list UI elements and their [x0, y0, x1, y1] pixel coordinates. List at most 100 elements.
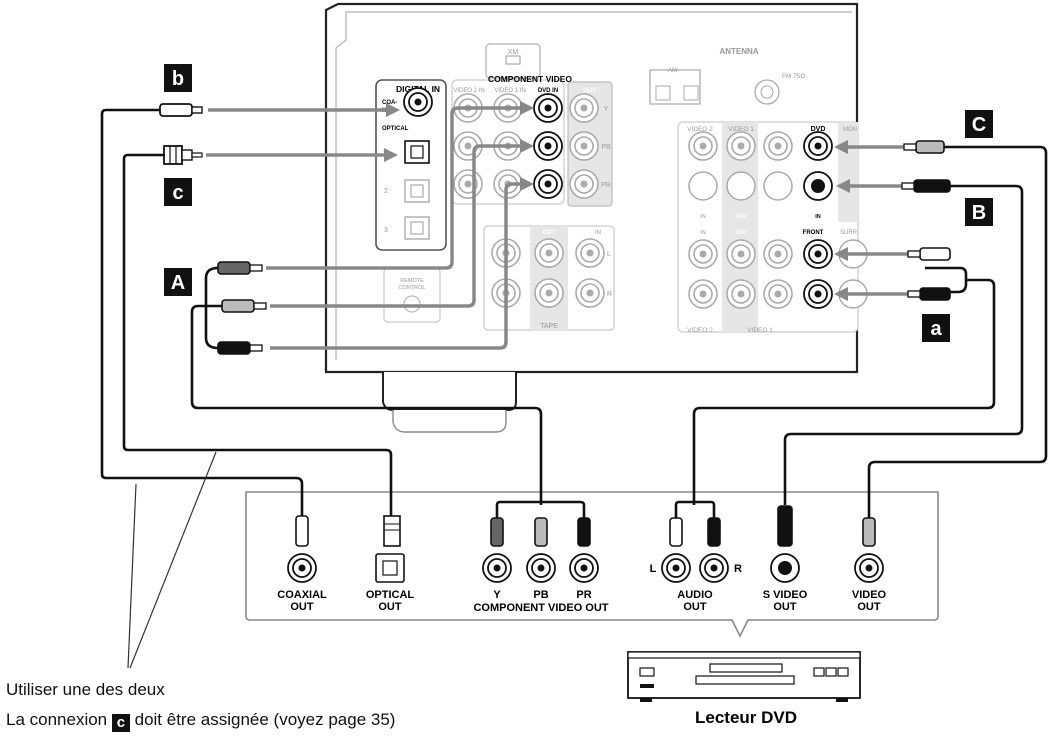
audio-out-label-1: AUDIO: [677, 589, 713, 601]
video1-in-label: VIDEO 1 IN: [494, 88, 525, 94]
video-out-label-2: OUT: [857, 601, 881, 613]
dvd-player-label: Lecteur DVD: [695, 708, 797, 727]
video-cable: [867, 145, 1048, 518]
component-trunk: [190, 304, 543, 505]
audio-trunk: [692, 278, 996, 505]
component-group-left: [204, 266, 219, 350]
remote-control-panel: [383, 267, 441, 323]
component-pb-label: PB: [533, 589, 548, 601]
dvd-player-panel: COAXIAL OUT OPTICAL OUT Y PB PR COMPONEN…: [245, 491, 939, 638]
component-pr-label: PR: [576, 589, 591, 601]
component-video-label: COMPONENT VIDEO: [488, 74, 572, 84]
choice-pointer: [127, 451, 217, 669]
remote-label-1: REMOTE: [400, 278, 424, 284]
caption-connection: La connexion c doit être assignée (voyez…: [6, 710, 395, 732]
optical-out-label-2: OUT: [378, 601, 402, 613]
badge-C-text: C: [972, 114, 986, 136]
optical-in-port-1: [404, 140, 430, 164]
front-l-in-jack: [803, 239, 833, 269]
xm-label: XM: [508, 49, 519, 56]
am-terminal: [649, 69, 701, 105]
component-fan: [495, 500, 586, 520]
caption-connection-suffix: doit être assignée (voyez page 35): [134, 710, 396, 729]
coaxial-label-1: COA-: [382, 100, 397, 106]
video2-in-small: IN: [700, 214, 706, 220]
caption-connection-prefix: La connexion: [6, 710, 108, 729]
optical-out-port: [375, 553, 405, 583]
badge-b: [164, 64, 192, 92]
optical-out-label-1: OPTICAL: [366, 589, 415, 601]
mon-label: MON: [843, 127, 857, 133]
video1-label: VIDEO 1: [728, 126, 754, 133]
tape-out-label: OUT: [543, 230, 556, 236]
audio-out-label-2: OUT: [683, 601, 707, 613]
plugs: [159, 103, 951, 547]
xm-port: [485, 43, 541, 79]
component-pb-in-jack: [533, 131, 563, 161]
coaxial-out-jack: [287, 553, 317, 583]
audio-in-small: IN: [700, 230, 706, 236]
badge-B-text: B: [972, 202, 986, 224]
badge-C: [965, 110, 993, 138]
video2-bottom-label: VIDEO 2: [687, 327, 713, 334]
tape-l-label: L: [607, 251, 611, 258]
badges: b c A C B a: [164, 64, 993, 342]
coaxial-out-label-1: COAXIAL: [277, 589, 327, 601]
component-pr-in-jack: [533, 169, 563, 199]
component-pb-out-jack: [526, 553, 556, 583]
dvd-in-label: DVD IN: [538, 88, 558, 94]
audio-fan: [674, 500, 716, 520]
digital-in-panel: [375, 79, 447, 251]
audio-r-out-jack: [699, 553, 729, 583]
surr-label: SURR: [840, 230, 858, 236]
s-video-cable: [783, 184, 1024, 505]
tape-label: TAPE: [540, 323, 558, 330]
badge-c: [164, 178, 192, 206]
badge-A: [164, 268, 192, 296]
badge-a-text: a: [930, 318, 942, 340]
comp-row-pb: PB: [601, 144, 611, 151]
badge-b-text: b: [172, 68, 184, 90]
video-out-jack: [854, 553, 884, 583]
comp-row-pr: PR: [601, 182, 611, 189]
badge-A-text: A: [171, 272, 185, 294]
receiver-rear-panel: XM DIGITAL IN COA- XIAL OPTICAL 1 2 3 RE…: [324, 2, 868, 433]
arrows: [206, 106, 908, 350]
caption-use-one: Utiliser une des deux: [6, 680, 165, 699]
optical-label: OPTICAL: [382, 126, 409, 132]
dvd-player-device: Lecteur DVD: [627, 651, 861, 727]
component-video-out-label: COMPONENT VIDEO OUT: [473, 602, 608, 614]
optical-port-3-label: 3: [384, 227, 388, 234]
comp-row-y: Y: [604, 106, 609, 113]
video2-label: VIDEO 2: [687, 126, 713, 133]
optical-in-port-3: [404, 216, 430, 240]
video-out-label-1: VIDEO: [852, 589, 887, 601]
audio-l-label: L: [650, 563, 657, 575]
component-y-in-jack: [533, 93, 563, 123]
audio-r-label: R: [734, 563, 742, 575]
cables: [100, 108, 1048, 520]
s-video-out-label-1: S VIDEO: [763, 589, 808, 601]
component-y-label: Y: [493, 589, 501, 601]
antenna-label: ANTENNA: [719, 47, 758, 56]
video2-in-label: VIDEO 2 IN: [453, 88, 484, 94]
coaxial-in-jack: [403, 87, 433, 117]
audio-l-out-jack: [661, 553, 691, 583]
component-pr-out-jack: [569, 553, 599, 583]
badge-B: [965, 198, 993, 226]
video1-bottom-label: VIDEO 1: [747, 327, 773, 334]
optical-in-port-2: [404, 179, 430, 203]
remote-label-2: CONTROL: [399, 285, 426, 291]
dvd-in-small: IN: [815, 214, 821, 220]
optical-cable: [122, 153, 393, 518]
coaxial-out-label-2: OUT: [290, 601, 314, 613]
front-label: FRONT: [803, 230, 824, 236]
badge-a: [922, 314, 950, 342]
tape-r-label: R: [607, 291, 612, 298]
dvd-label: DVD: [811, 126, 826, 133]
am-label: AM: [668, 68, 677, 74]
fm-jack: [754, 79, 780, 105]
s-video-out-label-2: OUT: [773, 601, 797, 613]
video1-out-label: OUT: [735, 214, 747, 220]
